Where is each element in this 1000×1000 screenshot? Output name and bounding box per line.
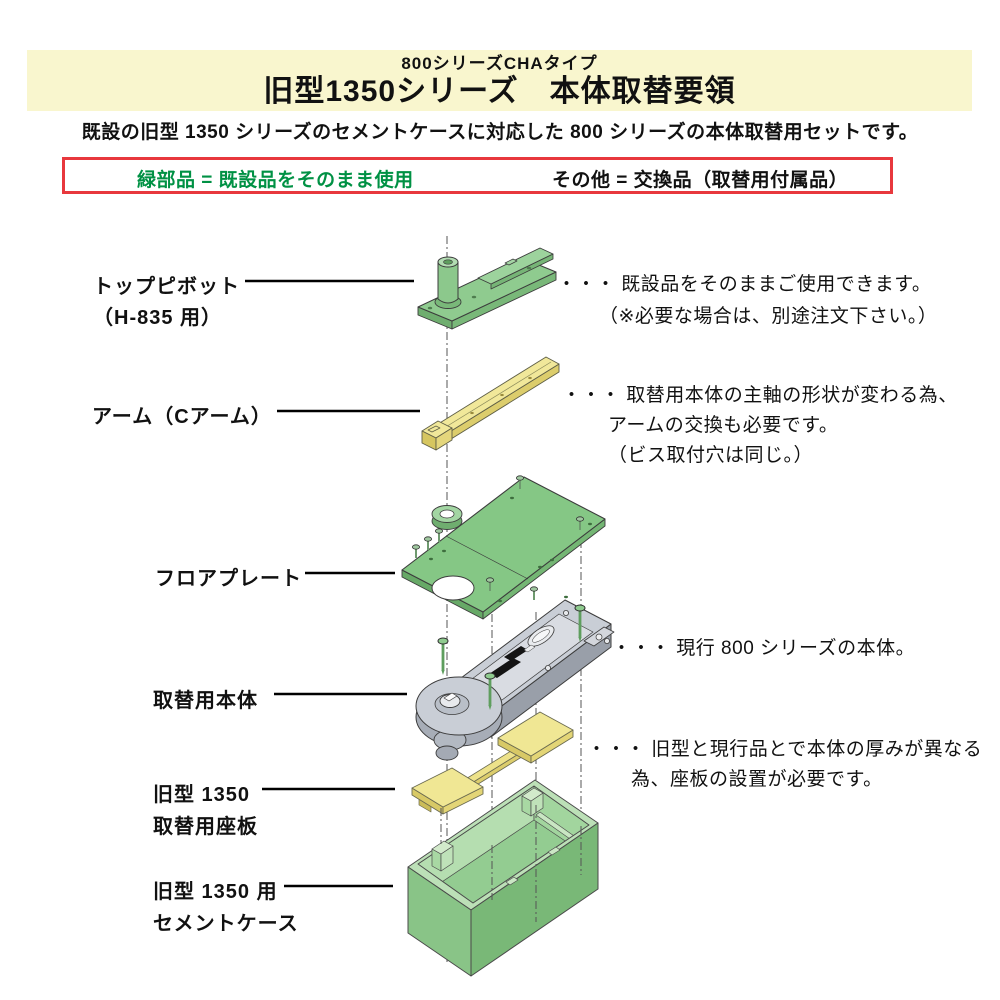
label-cement-case-2: セメントケース bbox=[153, 913, 299, 935]
note-arm-2: アームの交換も必要です。 bbox=[608, 415, 839, 436]
page-title: 旧型1350シリーズ 本体取替要領 bbox=[263, 75, 736, 108]
legend-box: 緑部品 = 既設品をそのまま使用 その他 = 交換品（取替用付属品） bbox=[62, 157, 893, 194]
body-label-black-2 bbox=[504, 646, 528, 661]
seat-plate-part bbox=[411, 711, 574, 815]
header-band: 800シリーズCHAタイプ 旧型1350シリーズ 本体取替要領 bbox=[27, 50, 972, 111]
top-pivot-part bbox=[417, 247, 557, 330]
label-seat-plate-2: 取替用座板 bbox=[153, 816, 258, 838]
note-arm-1: ・・・ 取替用本体の主軸の形状が変わる為、 bbox=[562, 385, 958, 406]
arm-part bbox=[421, 356, 560, 451]
header-subtitle: 既設の旧型 1350 シリーズのセメントケースに対応した 800 シリーズの本体… bbox=[81, 122, 919, 143]
label-top-pivot: トップピボット bbox=[93, 276, 240, 298]
note-top-pivot-1: ・・・ 既設品をそのままご使用できます。 bbox=[557, 274, 932, 295]
note-body: ・・・ 現行 800 シリーズの本体。 bbox=[612, 638, 916, 659]
label-cement-case-1: 旧型 1350 用 bbox=[153, 881, 278, 903]
floor-plate-part bbox=[401, 474, 606, 620]
label-top-pivot-model: （H-835 用） bbox=[93, 307, 223, 329]
replacement-body-part bbox=[415, 599, 615, 761]
header-series: 800シリーズCHAタイプ bbox=[401, 54, 598, 73]
legend-green-parts: 緑部品 = 既設品をそのまま使用 bbox=[137, 170, 414, 191]
note-top-pivot-2: （※必要な場合は、別途注文下さい。） bbox=[599, 306, 938, 327]
label-floor-plate: フロアプレート bbox=[155, 568, 302, 590]
label-arm: アーム（Cアーム） bbox=[92, 406, 272, 428]
leader-lines bbox=[245, 279, 420, 888]
label-seat-plate-1: 旧型 1350 bbox=[153, 784, 251, 806]
center-line-overlays bbox=[440, 805, 582, 922]
note-arm-3: （ビス取付穴は同じ。） bbox=[608, 445, 814, 466]
anchor-block-1 bbox=[431, 840, 454, 872]
label-replacement-body: 取替用本体 bbox=[153, 690, 258, 712]
cement-case-part bbox=[407, 779, 599, 977]
note-seat-plate-1: ・・・ 旧型と現行品とで本体の厚みが異なる bbox=[587, 739, 983, 760]
legend-other-parts: その他 = 交換品（取替用付属品） bbox=[552, 170, 849, 191]
note-seat-plate-2: 為、座板の設置が必要です。 bbox=[631, 769, 883, 790]
anchor-block-2 bbox=[521, 787, 544, 817]
body-label-black bbox=[489, 658, 521, 678]
